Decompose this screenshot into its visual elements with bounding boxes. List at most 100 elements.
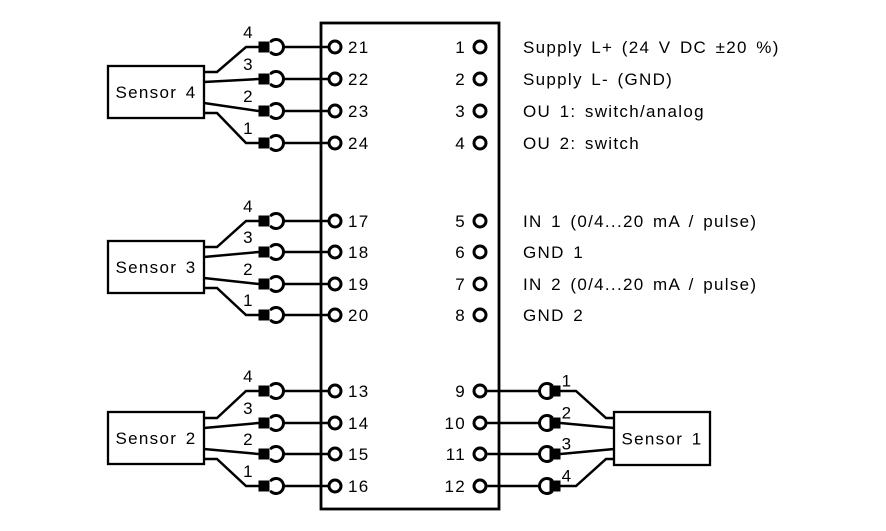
sensor-2-wire-2-socket-icon bbox=[269, 445, 285, 463]
pin-7-description: IN 2 (0/4...20 mA / pulse) bbox=[523, 275, 757, 294]
pin-16-circle bbox=[327, 478, 343, 494]
sensor-2-wire-4-socket-icon bbox=[269, 382, 285, 400]
sensor-3-wire-3-label: 3 bbox=[243, 228, 254, 247]
sensor-3-box bbox=[106, 239, 206, 295]
sensor-1-wire-3 bbox=[560, 447, 615, 456]
pin-17-circle bbox=[327, 213, 343, 229]
sensor-4-wire-1-label: 1 bbox=[243, 119, 254, 138]
sensor-4-wire-2 bbox=[203, 101, 259, 113]
sensor-1-wire-1-label: 1 bbox=[562, 372, 573, 391]
sensor-4-label: Sensor 4 bbox=[116, 83, 197, 102]
sensor-4-wire-2-label: 2 bbox=[243, 87, 254, 106]
sensor-2-wire-1-socket-icon bbox=[269, 477, 285, 495]
sensor-3-wire-3 bbox=[203, 250, 259, 259]
sensor-3-wire-1-plug-icon bbox=[258, 309, 270, 321]
sensor-3-wire-1 bbox=[204, 286, 259, 317]
pin-22-number: 22 bbox=[348, 70, 370, 89]
pin-4-number: 4 bbox=[455, 134, 466, 153]
sensor-3-wire-3-socket-icon bbox=[269, 243, 285, 261]
pin-5-circle bbox=[472, 213, 488, 229]
pin-19-circle bbox=[327, 276, 343, 292]
pin-4-description: OU 2: switch bbox=[523, 134, 640, 153]
pin-12-circle bbox=[472, 478, 488, 494]
pin-20-circle bbox=[327, 307, 343, 323]
pin-18-circle bbox=[327, 244, 343, 260]
sensor-4-wire-3-socket-icon bbox=[269, 70, 285, 88]
sensor-4-wire-2-socket-icon bbox=[269, 102, 285, 120]
sensor-2-wire-2 bbox=[203, 447, 259, 456]
pin-20-number: 20 bbox=[348, 306, 370, 325]
sensor-1-wire-1-socket-icon bbox=[538, 382, 554, 400]
sensor-2-label: Sensor 2 bbox=[116, 429, 197, 448]
sensor-2-wire-1-label: 1 bbox=[243, 462, 254, 481]
pin-13-number: 13 bbox=[348, 382, 370, 401]
sensor-3-wire-2 bbox=[203, 276, 259, 286]
pin-18-number: 18 bbox=[348, 243, 370, 262]
pin-2-number: 2 bbox=[455, 70, 466, 89]
pin-3-circle bbox=[472, 103, 488, 119]
sensor-1-label: Sensor 1 bbox=[622, 430, 703, 449]
pin-14-number: 14 bbox=[348, 414, 370, 433]
pin-23-number: 23 bbox=[348, 102, 370, 121]
sensor-2-wire-4 bbox=[204, 389, 259, 420]
sensor-2-wire-4-label: 4 bbox=[243, 367, 254, 386]
sensor-4-wire-2-plug-icon bbox=[258, 105, 270, 117]
sensor-1-wire-3-socket-icon bbox=[538, 445, 554, 463]
pin-2-description: Supply L- (GND) bbox=[523, 70, 673, 89]
sensor-3-wire-4-label: 4 bbox=[243, 197, 254, 216]
sensor-4-wire-1-socket-icon bbox=[269, 134, 285, 152]
sensor-2-wire-1-plug-icon bbox=[258, 480, 270, 492]
sensor-4-wire-1-plug-icon bbox=[258, 137, 270, 149]
pin-8-description: GND 2 bbox=[523, 306, 584, 325]
sensor-1-wire-2-socket-icon bbox=[538, 414, 554, 432]
pin-17-number: 17 bbox=[348, 212, 370, 231]
sensor-4-wire-3-label: 3 bbox=[243, 55, 254, 74]
sensor-1-wire-1-plug-icon bbox=[549, 385, 561, 397]
pin-13-circle bbox=[327, 383, 343, 399]
sensor-1-wire-2-plug-icon bbox=[549, 417, 561, 429]
sensor-2-wire-3-label: 3 bbox=[243, 399, 254, 418]
pin-1-circle bbox=[472, 39, 488, 55]
sensor-4-wire-3-plug-icon bbox=[258, 73, 270, 85]
sensor-1-wire-3-plug-icon bbox=[549, 448, 561, 460]
sensor-2-wire-2-plug-icon bbox=[258, 448, 270, 460]
pin-15-number: 15 bbox=[348, 445, 370, 464]
sensor-2-wire-3-socket-icon bbox=[269, 414, 285, 432]
pin-5-number: 5 bbox=[455, 212, 466, 231]
sensor-3-label: Sensor 3 bbox=[116, 258, 197, 277]
pin-11-circle bbox=[472, 446, 488, 462]
pin-10-number: 10 bbox=[444, 414, 466, 433]
sensor-3-wire-4 bbox=[204, 219, 259, 249]
pin-6-number: 6 bbox=[455, 243, 466, 262]
pin-3-number: 3 bbox=[455, 102, 466, 121]
sensor-1-wire-1 bbox=[560, 389, 614, 420]
pin-23-circle bbox=[327, 103, 343, 119]
pin-8-circle bbox=[472, 307, 488, 323]
pin-6-circle bbox=[472, 244, 488, 260]
sensor-3-wire-2-label: 2 bbox=[243, 260, 254, 279]
pin-3-description: OU 1: switch/analog bbox=[523, 102, 705, 121]
sensor-1-wire-2 bbox=[560, 421, 615, 430]
pin-15-circle bbox=[327, 446, 343, 462]
sensor-3-wire-2-plug-icon bbox=[258, 278, 270, 290]
pin-9-circle bbox=[472, 383, 488, 399]
sensor-4-wire-3 bbox=[203, 77, 259, 84]
sensor-4-box bbox=[106, 64, 206, 120]
pin-22-circle bbox=[327, 71, 343, 87]
pin-11-number: 11 bbox=[446, 445, 466, 464]
pin-14-circle bbox=[327, 415, 343, 431]
sensor-1-wire-4 bbox=[560, 457, 614, 488]
sensor-4-wire-4-socket-icon bbox=[269, 38, 285, 56]
sensor-1-wire-4-plug-icon bbox=[549, 480, 561, 492]
sensor-1-wire-2-label: 2 bbox=[562, 404, 573, 423]
sensor-1-box bbox=[612, 410, 712, 467]
sensor-3-wire-2-socket-icon bbox=[269, 275, 285, 293]
pin-7-circle bbox=[472, 276, 488, 292]
pin-24-number: 24 bbox=[348, 134, 370, 153]
pin-21-circle bbox=[327, 39, 343, 55]
pin-9-number: 9 bbox=[455, 382, 466, 401]
sensor-2-wire-2-label: 2 bbox=[243, 430, 254, 449]
pin-4-circle bbox=[472, 135, 488, 151]
